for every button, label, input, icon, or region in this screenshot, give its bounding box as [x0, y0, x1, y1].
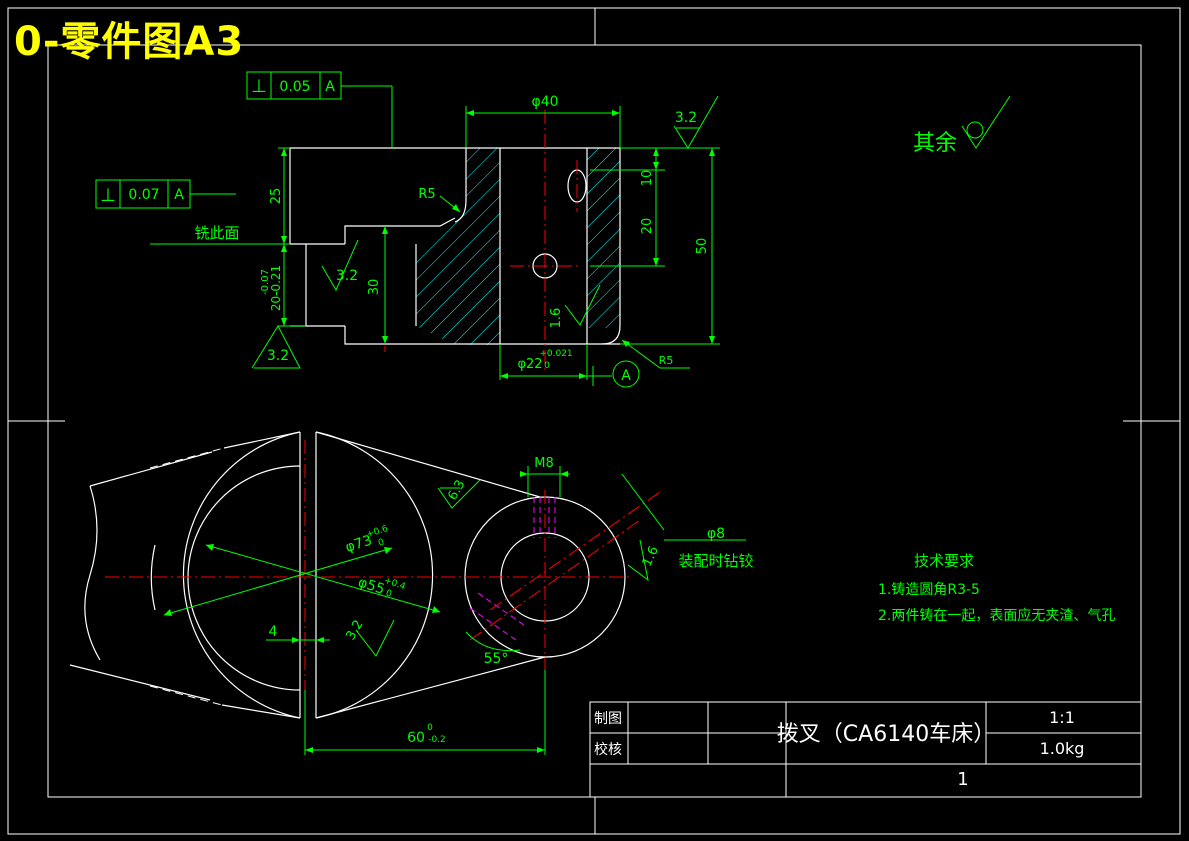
tolerance-top-datum: A — [325, 79, 335, 95]
weight: 1.0kg — [1040, 739, 1085, 758]
drawn-label: 制图 — [594, 711, 622, 727]
pin-diameter: φ8 — [707, 526, 725, 542]
roughness-63: 6.3 — [445, 478, 468, 503]
tech-item-2: 2.两件铸在一起，表面应无夹渣、气孔 — [878, 607, 1115, 624]
tolerance-frame-left — [95, 179, 191, 209]
tech-item-1: 1.铸造圆角R3-5 — [878, 582, 980, 598]
dim-60: 60 — [407, 730, 425, 746]
sheet-number: 1 — [957, 769, 968, 790]
dim-73-tol: +0.6 — [365, 524, 389, 540]
front-outline — [289, 147, 621, 345]
roughness-bottom-left: 3.2 — [267, 348, 289, 364]
dim-m8: M8 — [534, 456, 554, 471]
dim-4: 4 — [269, 624, 278, 640]
mill-note: 铣此面 — [194, 224, 239, 242]
datum-marker — [592, 360, 640, 388]
datum-label: A — [621, 368, 631, 384]
tech-requirements: 技术要求 1.铸造圆角R3-5 2.两件铸在一起，表面应无夹渣、气孔 — [878, 552, 1115, 624]
checked-label: 校核 — [594, 741, 622, 758]
dim-60-tol-up: 0 — [427, 723, 433, 733]
tolerance-left-datum: A — [174, 187, 184, 203]
roughness-bore: 1.6 — [549, 308, 564, 329]
tolerance-top-value: 0.05 — [279, 79, 310, 95]
title-block — [589, 701, 1142, 798]
dim-bore: φ22 — [517, 357, 542, 372]
pin-note: 装配时钻铰 — [678, 552, 753, 570]
tolerance-frame-top — [246, 71, 342, 100]
front-dimensions — [150, 85, 1011, 380]
sheet-title: 0-零件图A3 — [14, 19, 245, 65]
tech-heading: 技术要求 — [914, 552, 974, 570]
dim-bore-tol-low: 0 — [544, 361, 550, 371]
hatch-right-wall — [587, 148, 620, 328]
dim-20: 20 — [640, 218, 655, 235]
dim-20-tol: 20-0.21 — [269, 265, 283, 311]
hatch-left-web — [416, 148, 500, 345]
dim-73-tol-low: 0 — [377, 537, 386, 548]
angle-55: 55° — [484, 651, 509, 667]
part-name: 拨叉（CA6140车床） — [777, 722, 995, 747]
other-roughness-label: 其余 — [913, 131, 957, 156]
tolerance-top-symbol: ⊥ — [251, 76, 267, 97]
top-view: M8 6.3 φ73 +0.6 0 φ55 +0.4 0 4 3.2 55° 6… — [69, 431, 754, 755]
dim-55: φ55 — [356, 574, 387, 598]
dim-73: φ73 — [343, 532, 374, 556]
dim-bore-tol: +0.021 — [539, 349, 572, 359]
top-centerlines — [105, 440, 661, 720]
dim-10: 10 — [640, 170, 655, 187]
front-arrows — [281, 110, 715, 379]
top-dimensions — [163, 466, 746, 755]
dim-50: 50 — [695, 238, 710, 255]
front-view: ⊥ 0.05 A ⊥ 0.07 A A φ40 3.2 25 R5 铣此面 10… — [95, 71, 1011, 388]
dim-20-tol-upper: -0.07 — [260, 269, 271, 295]
radius-lower: R5 — [659, 354, 674, 367]
dim-55-tol-low: 0 — [384, 588, 393, 599]
dim-30: 30 — [367, 279, 382, 296]
tolerance-left-value: 0.07 — [128, 187, 159, 203]
top-outline — [69, 431, 626, 719]
top-arrows — [164, 471, 568, 753]
dim-height-25: 25 — [269, 188, 284, 205]
roughness-top: 3.2 — [675, 110, 697, 126]
roughness-16: 1.6 — [640, 544, 662, 569]
roughness-inner: 3.2 — [336, 268, 358, 284]
pin-hole-hidden — [469, 497, 556, 641]
scale: 1:1 — [1049, 708, 1075, 727]
dim-60-tol-low: -0.2 — [428, 735, 446, 745]
dim-top-diameter: φ40 — [531, 94, 558, 110]
tolerance-left-symbol: ⊥ — [100, 185, 116, 206]
radius-upper: R5 — [418, 187, 435, 202]
